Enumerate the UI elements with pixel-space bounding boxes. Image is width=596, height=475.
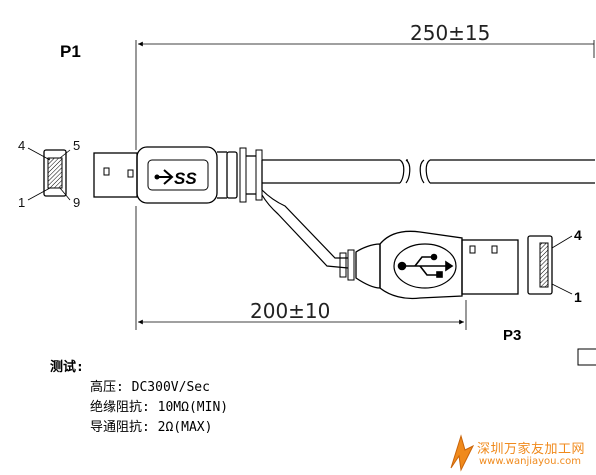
- watermark-logo-icon: [450, 434, 475, 472]
- p3-usb2-plug: [339, 230, 519, 300]
- p1-label: P1: [60, 42, 81, 61]
- note-insulation: 绝缘阻抗: 10MΩ(MIN): [90, 400, 229, 415]
- p1-usb3-plug: [93, 146, 263, 204]
- p1-face-view: 4 5 1 9: [18, 138, 80, 210]
- p3-pin-4: 4: [574, 227, 582, 243]
- usb-trident-icon: [397, 253, 454, 278]
- note-high-voltage: 高压: DC300V/Sec: [90, 380, 210, 395]
- dimension-bottom: 200±10: [135, 206, 467, 330]
- dim-top-text: 250±15: [410, 21, 490, 45]
- title-block-corner: [577, 348, 596, 366]
- superspeed-logo: SS: [154, 169, 197, 188]
- note-conduction: 导通阻抗: 2Ω(MAX): [90, 420, 213, 435]
- watermark-text: 深圳万家友加工网: [477, 442, 586, 457]
- main-cable: [262, 159, 595, 184]
- p1-pin-9: 9: [73, 195, 80, 210]
- test-notes: 测试: 高压: DC300V/Sec 绝缘阻抗: 10MΩ(MIN) 导通阻抗:…: [50, 358, 228, 438]
- p3-label: P3: [503, 327, 521, 344]
- watermark-url: www.wanjiayou.com: [479, 456, 582, 467]
- branch-cable: [261, 189, 349, 269]
- p1-pin-1: 1: [18, 195, 25, 210]
- p3-face-view: 4 1: [527, 227, 582, 305]
- notes-title: 测试:: [50, 360, 84, 375]
- dimension-top: 250±15: [135, 21, 595, 150]
- watermark: 深圳万家友加工网 www.wanjiayou.com: [445, 434, 595, 474]
- ss-logo-text: SS: [174, 169, 197, 188]
- p1-pin-5: 5: [73, 138, 80, 153]
- p3-pin-1: 1: [574, 289, 582, 305]
- p1-pin-4: 4: [18, 138, 25, 153]
- dim-bottom-text: 200±10: [250, 299, 330, 323]
